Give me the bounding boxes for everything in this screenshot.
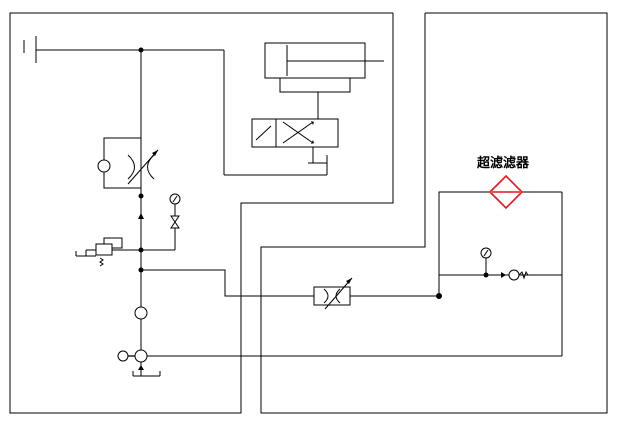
- lower-pump: [134, 306, 148, 320]
- enclosure-right: [260, 12, 608, 414]
- check-arrow: [138, 213, 144, 219]
- junction-dot: [138, 47, 144, 53]
- ultrafilter-symbol: [488, 174, 524, 210]
- hydraulic-cylinder: [264, 42, 384, 119]
- junction-dot: [138, 247, 144, 253]
- tank-symbol: [23, 36, 141, 63]
- directional-valve: [251, 118, 339, 164]
- relief-valve: [75, 237, 141, 267]
- check-valve-right: [500, 269, 529, 281]
- motor-pump-unit: [117, 349, 161, 377]
- junction-dot: [138, 193, 144, 199]
- filter-loop: [438, 191, 563, 356]
- throttle-branch: [141, 269, 439, 310]
- main-pressure-line: [140, 49, 328, 355]
- filter-label: 超滤滤器: [477, 155, 530, 171]
- pump-branch: [97, 137, 159, 189]
- pressure-gauge-right: [480, 247, 492, 275]
- pressure-gauge-left: [141, 193, 181, 251]
- enclosure-left: [9, 12, 394, 414]
